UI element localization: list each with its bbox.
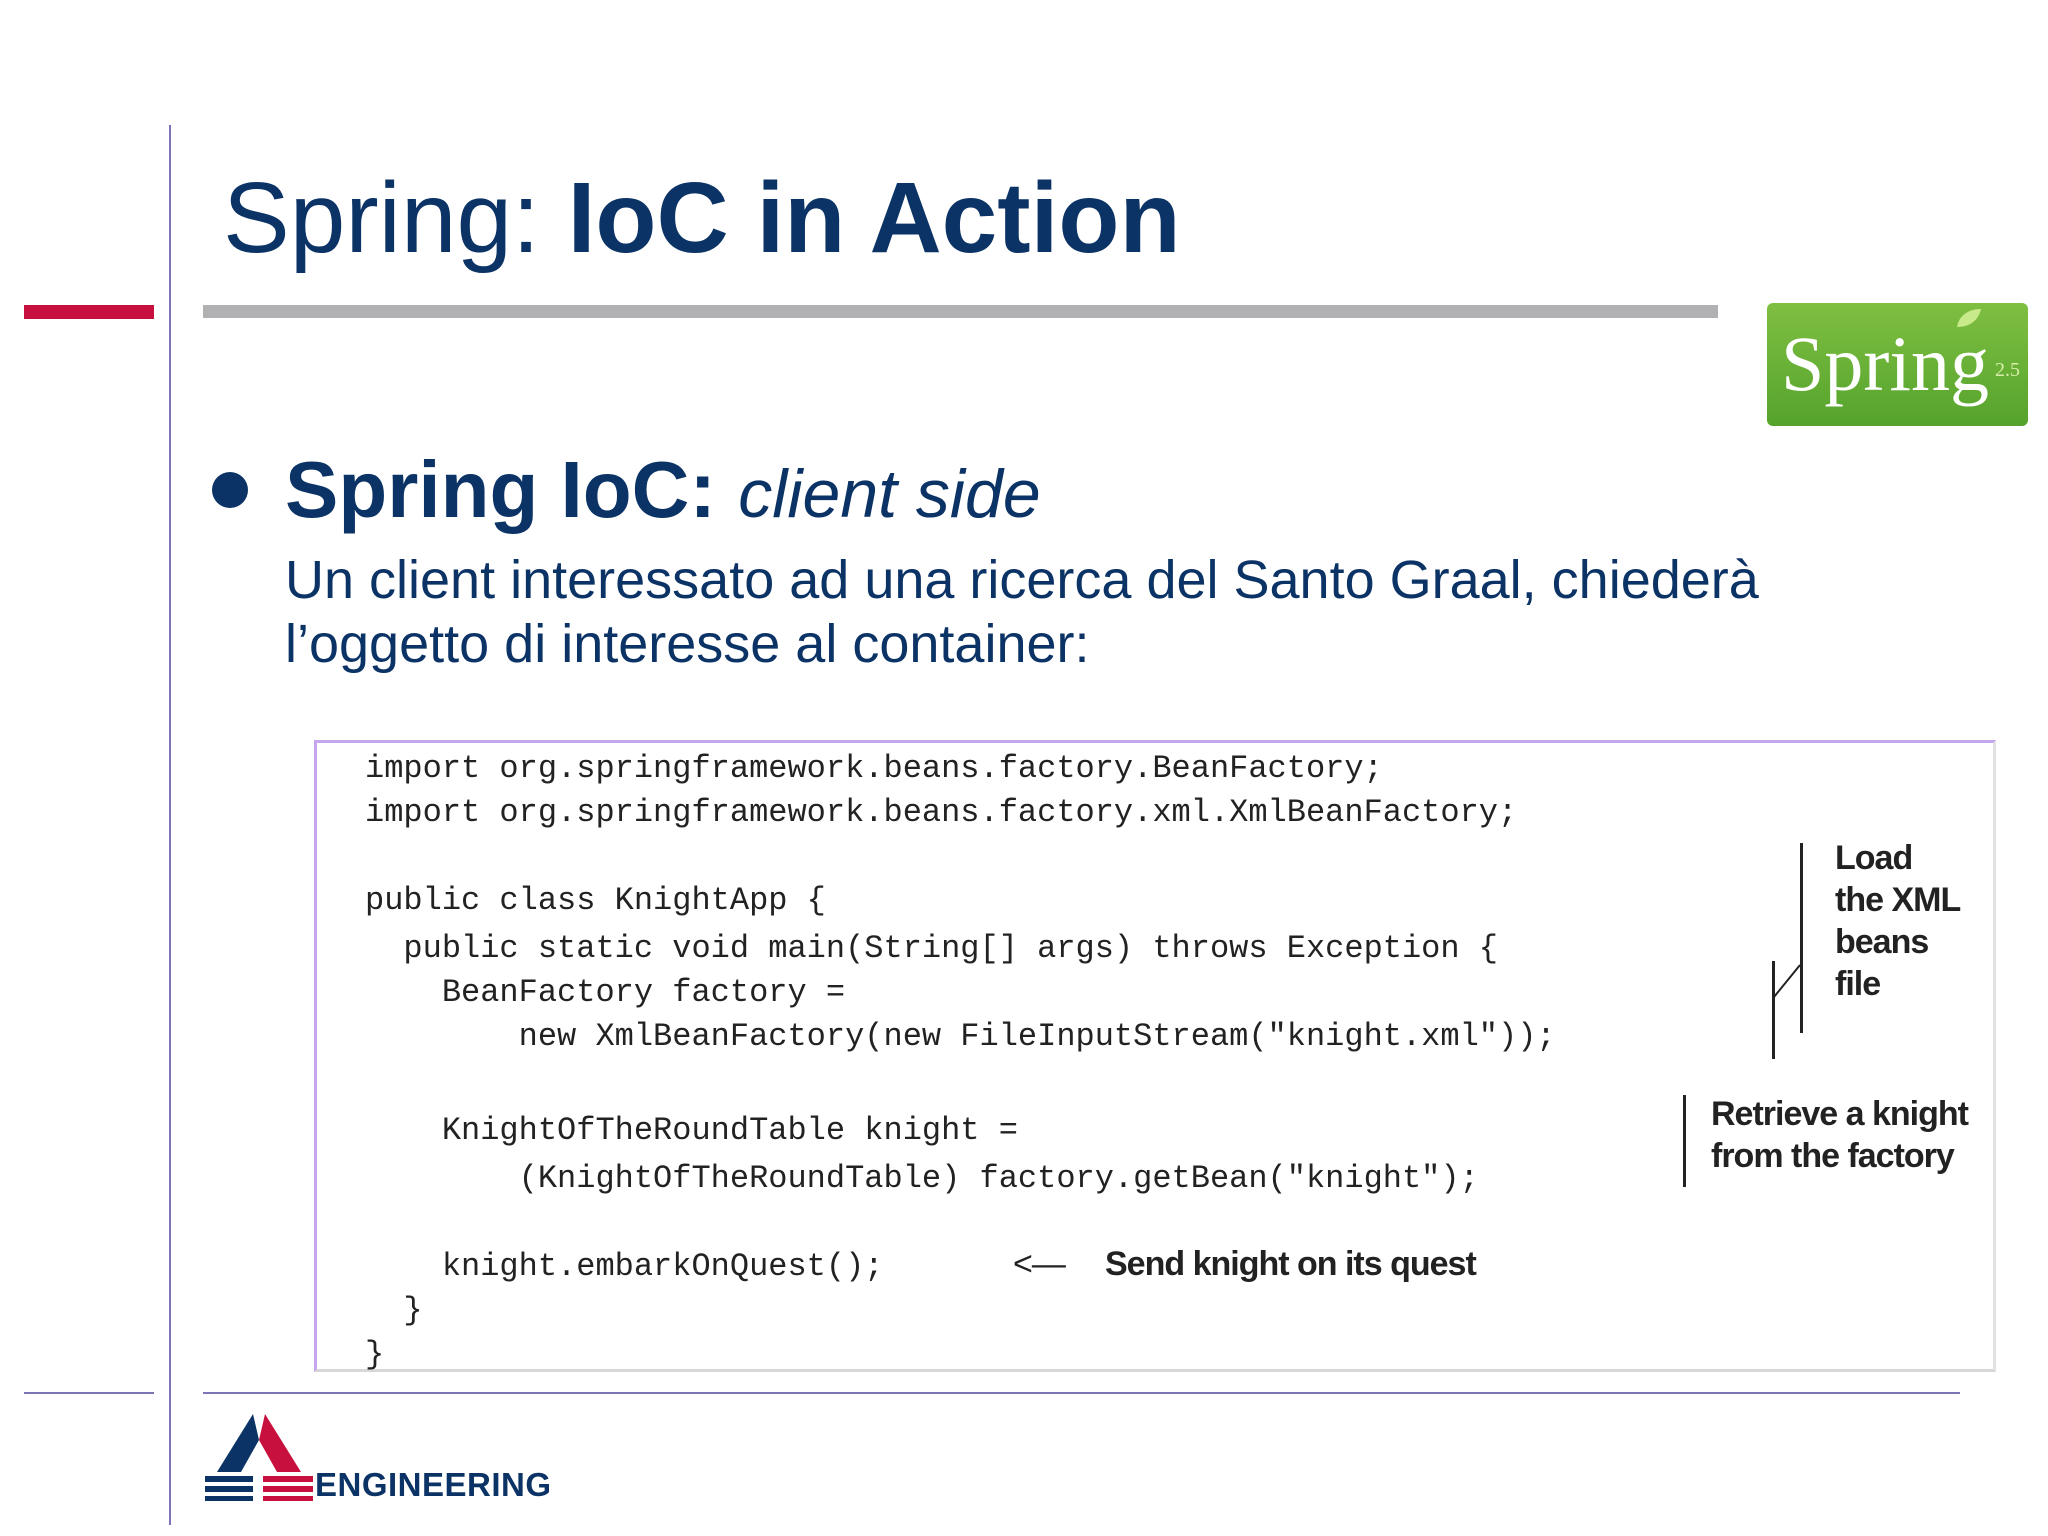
code-line: import org.springframework.beans.factory… — [365, 794, 1518, 831]
heading-italic: client side — [738, 456, 1041, 532]
code-line: new XmlBeanFactory(new FileInputStream("… — [365, 1018, 1556, 1055]
code-line: public static void main(String[] args) t… — [365, 930, 1498, 967]
code-line: knight.embarkOnQuest(); — [365, 1248, 884, 1285]
code-line: public class KnightApp { — [365, 882, 826, 919]
title-bold: IoC in Action — [567, 162, 1181, 274]
slide-title: Spring: IoC in Action — [223, 158, 1181, 278]
engineering-logo-icon — [205, 1414, 313, 1501]
bracket-connector-icon — [1773, 964, 1801, 998]
paragraph-line: Un client interessato ad una ricerca del… — [285, 550, 1759, 610]
spring-logo: Spring 2.5 — [1767, 303, 2028, 426]
spring-logo-text: Spring — [1781, 320, 1990, 407]
spring-logo-version: 2.5 — [1995, 359, 2020, 381]
code-line: } — [365, 1292, 423, 1329]
send-arrow: <— — [1013, 1245, 1066, 1283]
title-prefix: Spring: — [223, 162, 568, 274]
footer-rule-left — [24, 1392, 154, 1394]
accent-red-bar — [24, 305, 154, 319]
code-line: KnightOfTheRoundTable knight = — [365, 1112, 1018, 1149]
code-line: BeanFactory factory = — [365, 974, 846, 1011]
title-underline — [203, 305, 1718, 318]
retrieve-bracket — [1683, 1095, 1686, 1187]
code-line: } — [365, 1336, 385, 1373]
bullet-paragraph: Un client interessato ad una ricerca del… — [285, 548, 1925, 676]
code-line: (KnightOfTheRoundTable) factory.getBean(… — [365, 1160, 1479, 1197]
load-xml-bracket-pointer — [1772, 961, 1775, 1059]
retrieve-annotation: Retrieve a knight from the factory — [1711, 1095, 1969, 1175]
code-figure: import org.springframework.beans.factory… — [314, 740, 1996, 1373]
send-annotation: Send knight on its quest — [1105, 1245, 1477, 1283]
code-line: import org.springframework.beans.factory… — [365, 750, 1383, 787]
left-vertical-rule — [169, 125, 171, 1525]
bullet-heading: Spring IoC: client side — [285, 440, 1041, 544]
company-name: ENGINEERING — [315, 1466, 552, 1503]
footer-rule-right — [203, 1392, 1960, 1394]
heading-bold: Spring IoC: — [285, 445, 717, 534]
leaf-icon — [1957, 309, 1981, 327]
load-xml-annotation: Load the XML beans file — [1835, 839, 1961, 1003]
paragraph-line: l’oggetto di interesse al container: — [285, 614, 1090, 674]
load-xml-bracket — [1800, 843, 1803, 1033]
bullet-dot — [212, 472, 248, 508]
